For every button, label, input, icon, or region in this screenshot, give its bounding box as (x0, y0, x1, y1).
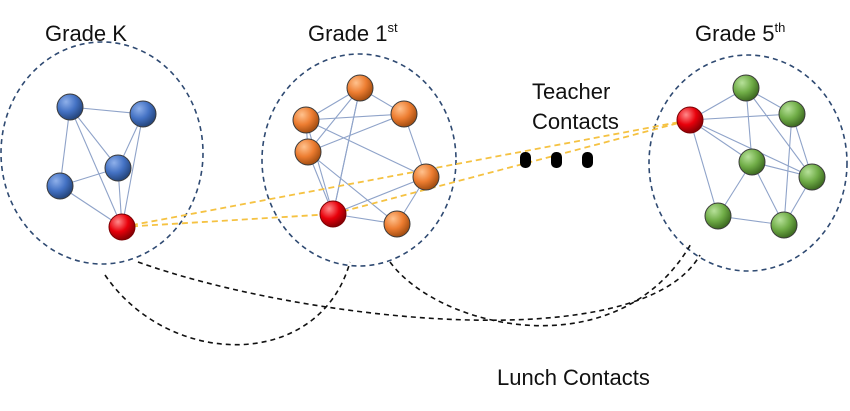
student-node (412, 163, 440, 191)
teacher-contact-link (332, 119, 691, 215)
student-node (129, 100, 157, 128)
network-edge (332, 176, 427, 215)
teacher-contact-link (121, 213, 334, 228)
network-edge (69, 106, 123, 228)
ellipsis-dot (582, 152, 593, 168)
ellipsis-dot (520, 152, 531, 168)
network-edge (307, 113, 405, 153)
ellipsis-dots (520, 152, 593, 168)
teacher-contact-links (121, 119, 691, 228)
teacher-node (319, 200, 347, 228)
lunch-contact-links (104, 241, 701, 346)
network-edge (745, 87, 813, 178)
intra-grade-edges (59, 87, 813, 228)
network-edge (783, 113, 793, 226)
student-node (56, 93, 84, 121)
student-node (798, 163, 826, 191)
student-node (778, 100, 806, 128)
student-node (383, 210, 411, 238)
ellipsis-dot (551, 152, 562, 168)
network-edge (689, 119, 719, 217)
network-edge (307, 151, 398, 225)
lunch-link-1-to-5 (389, 241, 693, 327)
network-edge (305, 113, 405, 121)
label-teacher-contacts-line2: Contacts (532, 109, 619, 134)
network-edge (332, 87, 361, 215)
label-lunch-contacts: Lunch Contacts (497, 365, 650, 390)
student-node (346, 74, 374, 102)
lunch-link-k-to-1 (104, 261, 351, 346)
student-node (390, 100, 418, 128)
label-grade-5: Grade 5th (695, 20, 785, 46)
student-node (732, 74, 760, 102)
network-edge (689, 119, 813, 178)
cluster-outline-grade-1 (261, 53, 457, 267)
lunch-link-k-to-5 (137, 254, 701, 322)
teacher-node (108, 213, 136, 241)
student-node (704, 202, 732, 230)
cluster-outline-grade-5 (648, 54, 848, 272)
teacher-contact-link (121, 119, 691, 228)
student-node (104, 154, 132, 182)
student-node (46, 172, 74, 200)
network-edge (305, 119, 334, 215)
label-grade-k: Grade K (45, 21, 127, 46)
student-node (738, 148, 766, 176)
network-edge (307, 87, 361, 153)
student-node (770, 211, 798, 239)
network-edge (121, 113, 144, 228)
people-nodes (46, 74, 826, 241)
student-node (294, 138, 322, 166)
cluster-outline-grade-k (0, 41, 204, 265)
network-edge (689, 113, 793, 121)
teacher-node (676, 106, 704, 134)
label-grade-1: Grade 1st (308, 20, 398, 46)
student-node (292, 106, 320, 134)
label-teacher-contacts-line1: Teacher (532, 79, 610, 104)
